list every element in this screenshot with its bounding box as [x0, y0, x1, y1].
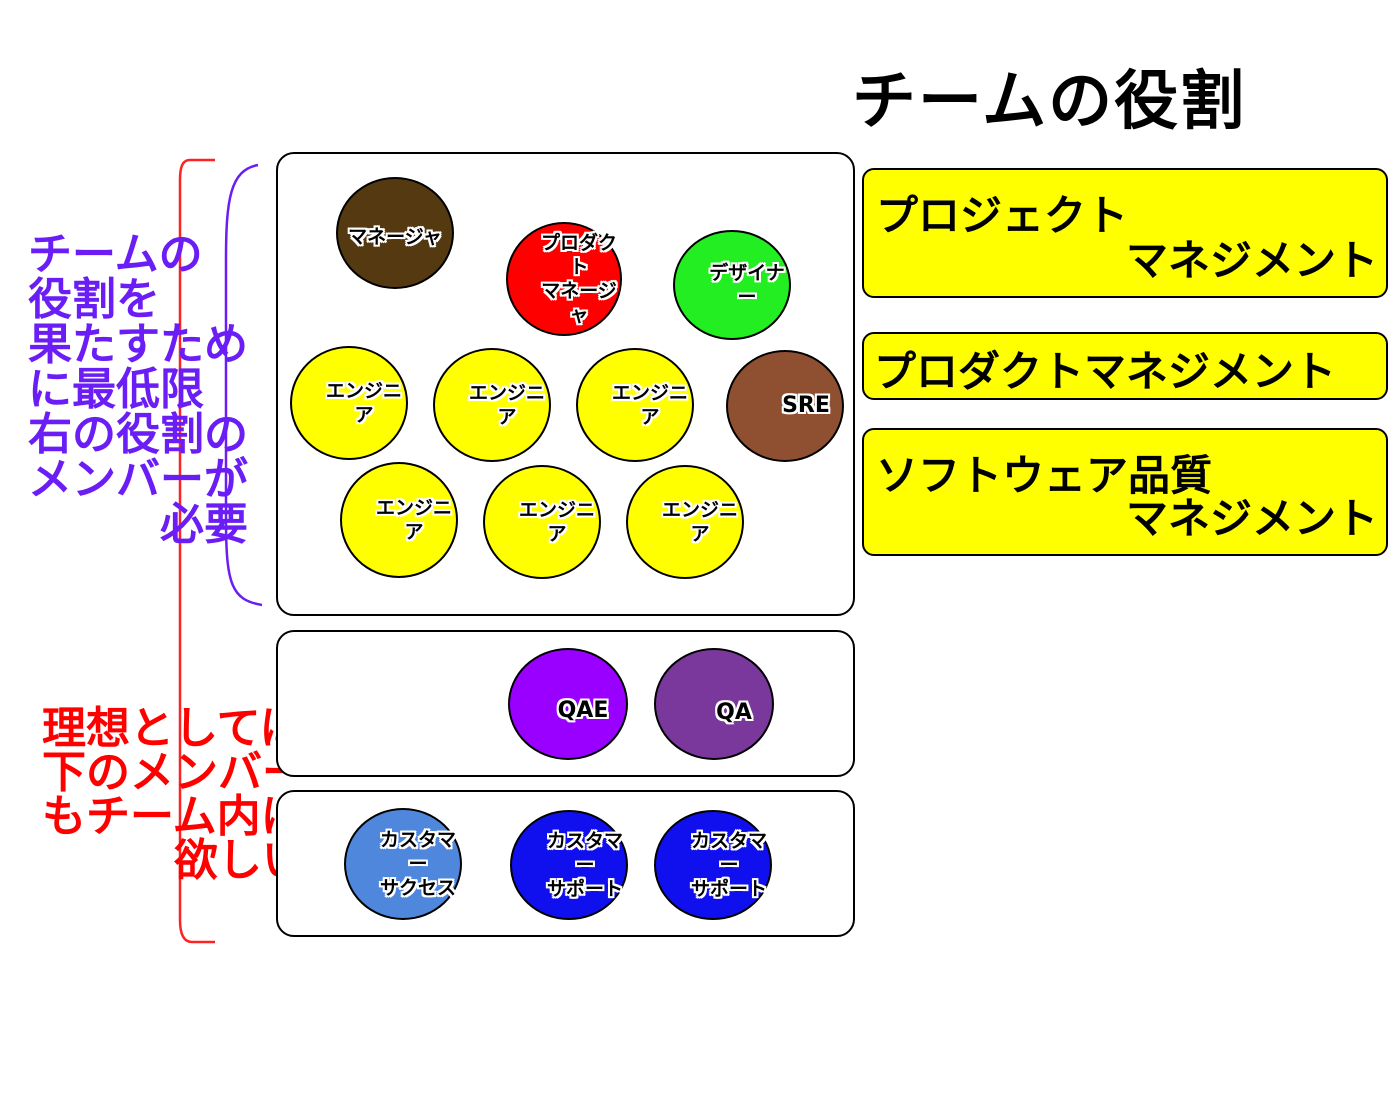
member-product-manager: プロダクト マネージャ: [506, 222, 622, 336]
member-label: カスタマー サクセス: [379, 829, 456, 899]
ideal-members-note: 理想としては 下のメンバー もチーム内に 欲しい: [42, 703, 306, 886]
role-project-management: プロジェクト マネジメント: [862, 168, 1388, 298]
role-software-quality-management: ソフトウェア品質 マネジメント: [862, 428, 1388, 556]
member-engineer: エンジニア: [576, 348, 694, 462]
member-customer-support: カスタマー サポート: [510, 810, 628, 920]
member-label: プロダクト マネージャ: [540, 232, 617, 326]
member-label: カスタマー サポート: [546, 830, 623, 900]
member-label: エンジニア: [661, 499, 738, 545]
role-line2: マネジメント: [1125, 494, 1378, 543]
member-label: マネージャ: [348, 226, 442, 248]
minimum-roles-note: チームの 役割を 果たすため に最低限 右の役割の メンバーが 必要: [28, 229, 248, 550]
role-line1: ソフトウェア品質: [876, 451, 1213, 500]
member-engineer: エンジニア: [483, 465, 601, 579]
role-label: プロダクトマネジメント: [874, 347, 1337, 396]
member-label: エンジニア: [611, 382, 688, 428]
purple-brace: [224, 163, 263, 607]
member-label: QAE: [557, 698, 609, 723]
red-brace: [178, 158, 215, 944]
role-product-management: プロダクトマネジメント: [862, 332, 1388, 400]
member-label: デザイナー: [709, 262, 785, 308]
member-label: エンジニア: [518, 499, 595, 545]
member-qae: QAE: [508, 648, 628, 760]
member-label: SRE: [782, 393, 830, 418]
role-line1: プロジェクト: [876, 191, 1129, 240]
member-qa: QA: [654, 648, 774, 760]
page-title: チームの役割: [852, 65, 1247, 139]
member-designer: デザイナー: [673, 230, 791, 340]
member-engineer: エンジニア: [290, 346, 408, 460]
member-customer-support: カスタマー サポート: [654, 810, 772, 920]
member-sre: SRE: [726, 350, 844, 462]
member-engineer: エンジニア: [626, 465, 744, 579]
member-label: エンジニア: [325, 380, 402, 426]
member-label: QA: [716, 700, 752, 725]
member-label: カスタマー サポート: [690, 830, 767, 900]
member-engineer: エンジニア: [340, 462, 458, 578]
role-line2: マネジメント: [1125, 236, 1378, 285]
member-label: エンジニア: [468, 382, 545, 428]
member-manager: マネージャ: [336, 177, 454, 289]
member-label: エンジニア: [375, 497, 452, 543]
member-engineer: エンジニア: [433, 348, 551, 462]
member-customer-success: カスタマー サクセス: [344, 808, 462, 920]
